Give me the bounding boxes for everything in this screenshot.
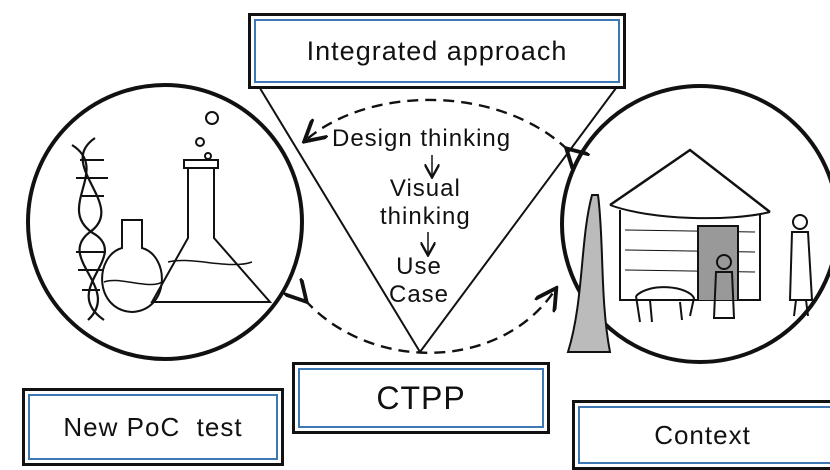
- context-box: Context: [572, 400, 830, 470]
- dashed-arc-top: [306, 98, 568, 150]
- design-thinking-text: Design thinking: [332, 125, 512, 152]
- lab-glassware-dna-icon: [26, 83, 304, 361]
- integrated-approach-label: Integrated approach: [306, 35, 568, 66]
- visual-text: Visual: [389, 175, 461, 202]
- village-hut-icon: [560, 84, 830, 364]
- new-poc-test-box: New PoC test: [22, 388, 284, 466]
- use-case-label: Use Case: [389, 253, 449, 310]
- integrated-approach-box: Integrated approach: [248, 13, 626, 89]
- context-label: Context: [654, 419, 751, 450]
- visual-thinking-label: Visual thinking: [380, 175, 471, 232]
- ctpp-label: CTPP: [376, 379, 466, 416]
- ctpp-box: CTPP: [292, 362, 550, 434]
- dashed-arc-bottom: [305, 290, 555, 354]
- use-text: Use: [396, 253, 442, 280]
- thinking-text: thinking: [380, 203, 471, 231]
- design-thinking-label: Design thinking: [332, 125, 511, 153]
- new-poc-test-label: New PoC test: [63, 411, 243, 442]
- case-text: Case: [389, 281, 450, 309]
